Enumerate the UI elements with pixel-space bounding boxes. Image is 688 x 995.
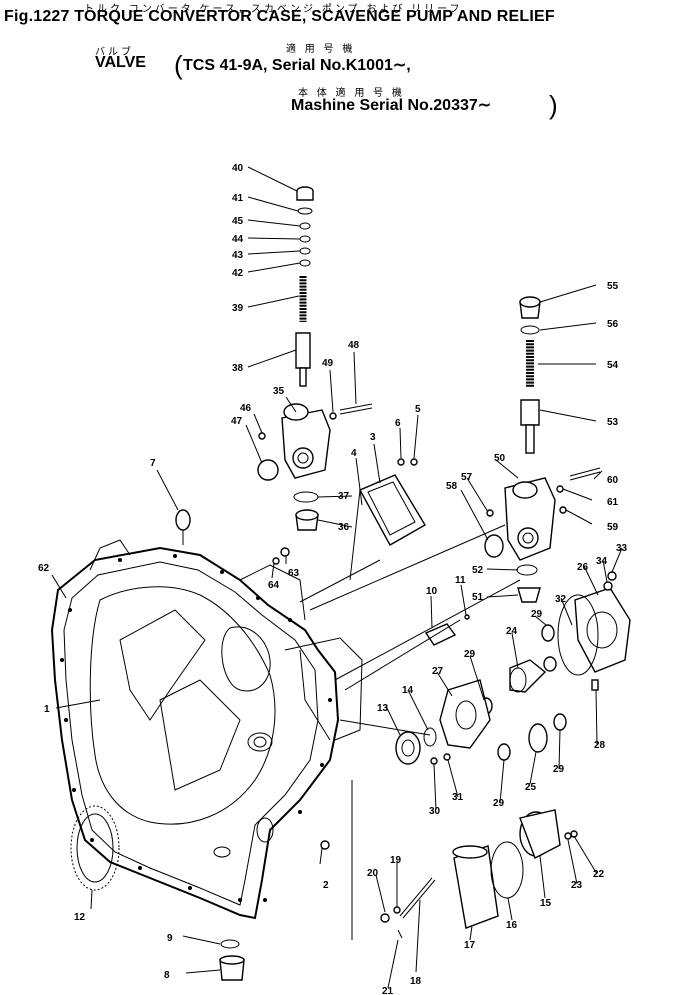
label-2: 2 <box>323 880 329 891</box>
scavenge-pump <box>395 571 631 765</box>
plug-8 <box>219 939 245 981</box>
label-5: 5 <box>415 404 421 415</box>
applicable-kana: 適 用 号 機 <box>286 44 356 55</box>
label-8: 8 <box>164 970 170 981</box>
label-62: 62 <box>38 563 50 574</box>
label-40: 40 <box>232 163 244 174</box>
gear-12 <box>70 805 120 891</box>
label-51: 51 <box>472 592 484 603</box>
label-27: 27 <box>432 666 444 677</box>
cover-plate-3 <box>359 458 426 546</box>
label-60: 60 <box>607 475 619 486</box>
label-17: 17 <box>464 940 476 951</box>
label-34: 34 <box>596 556 608 567</box>
label-37: 37 <box>338 491 350 502</box>
label-20: 20 <box>367 868 379 879</box>
converter-case <box>50 539 363 920</box>
label-3: 3 <box>370 432 376 443</box>
label-47: 47 <box>231 416 243 427</box>
label-54: 54 <box>607 360 619 371</box>
label-36: 36 <box>338 522 350 533</box>
bolt-63 <box>280 547 290 557</box>
bracket-open: ( <box>174 50 183 80</box>
label-29a: 29 <box>531 609 543 620</box>
label-49: 49 <box>322 358 334 369</box>
label-44: 44 <box>232 234 244 245</box>
label-56: 56 <box>607 319 619 330</box>
label-39: 39 <box>232 303 244 314</box>
label-33: 33 <box>616 543 628 554</box>
valve-label: VALVE <box>95 54 146 71</box>
bracket-close: ) <box>549 90 558 120</box>
label-29d: 29 <box>493 798 505 809</box>
label-52: 52 <box>472 565 484 576</box>
label-58: 58 <box>446 481 458 492</box>
machine-serial: Mashine Serial No.20337∼ <box>291 97 492 114</box>
label-7: 7 <box>150 458 156 469</box>
label-6: 6 <box>395 418 401 429</box>
label-38: 38 <box>232 363 244 374</box>
relief-valve-left <box>257 186 373 531</box>
label-19: 19 <box>390 855 402 866</box>
label-35: 35 <box>273 386 285 397</box>
label-26: 26 <box>577 562 589 573</box>
label-25: 25 <box>525 782 537 793</box>
label-41: 41 <box>232 193 244 204</box>
label-12: 12 <box>74 912 86 923</box>
relief-valve-right <box>484 296 601 603</box>
label-11: 11 <box>455 575 466 586</box>
label-55: 55 <box>607 281 619 292</box>
label-18: 18 <box>410 976 422 987</box>
label-64: 64 <box>268 580 280 591</box>
label-30: 30 <box>429 806 441 817</box>
label-24: 24 <box>506 626 518 637</box>
valve-kana: バルブ <box>95 47 134 58</box>
label-22: 22 <box>593 869 605 880</box>
label-63: 63 <box>288 568 300 579</box>
label-29b: 29 <box>464 649 476 660</box>
label-59: 59 <box>607 522 619 533</box>
label-10: 10 <box>426 586 438 597</box>
figure-title: Fig.1227 TORQUE CONVERTOR CASE, SCAVENGE… <box>4 8 555 25</box>
label-14: 14 <box>402 685 414 696</box>
eye-bolt-7 <box>175 509 191 545</box>
applicable-serial: TCS 41-9A, Serial No.K1001∼, <box>183 57 411 74</box>
center-lines <box>299 489 521 940</box>
label-31: 31 <box>452 792 464 803</box>
label-4: 4 <box>351 448 357 459</box>
label-50: 50 <box>494 453 506 464</box>
label-16: 16 <box>506 920 518 931</box>
label-1: 1 <box>44 704 50 715</box>
label-9: 9 <box>167 933 173 944</box>
machine-kana: 本 体 適 用 号 機 <box>298 88 405 99</box>
label-53: 53 <box>607 417 619 428</box>
label-15: 15 <box>540 898 552 909</box>
filter-assembly <box>320 809 578 939</box>
washer-64 <box>272 557 280 565</box>
label-32: 32 <box>555 594 567 605</box>
label-28: 28 <box>594 740 606 751</box>
title-kana: トルク コンバータ ケース，スカベンジ ポンプ および リリーフ <box>84 4 463 15</box>
label-23: 23 <box>571 880 583 891</box>
label-61: 61 <box>607 497 619 508</box>
label-48: 48 <box>348 340 360 351</box>
label-42: 42 <box>232 268 244 279</box>
label-46: 46 <box>240 403 252 414</box>
leader-lines <box>51 166 623 989</box>
label-43: 43 <box>232 250 244 261</box>
label-45: 45 <box>232 216 244 227</box>
label-21: 21 <box>382 986 394 995</box>
label-13: 13 <box>377 703 389 714</box>
label-57: 57 <box>461 472 473 483</box>
label-29c: 29 <box>553 764 565 775</box>
part-labels: 1 2 3 4 5 6 7 8 9 10 11 12 13 14 15 16 1… <box>38 163 628 995</box>
